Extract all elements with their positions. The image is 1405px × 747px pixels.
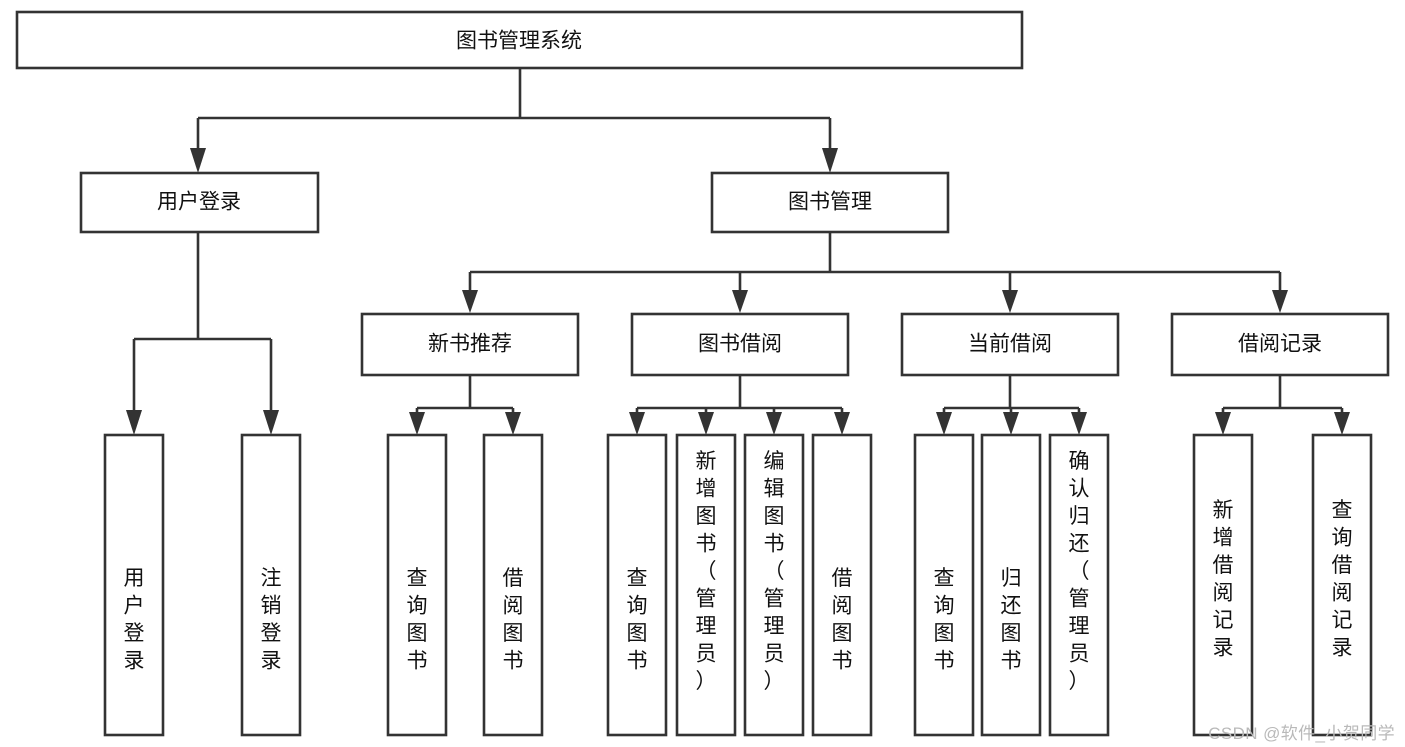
- arrowhead-book-borrow: [732, 290, 748, 313]
- connector-group-current-borrow-to-leaves: [936, 375, 1087, 435]
- node-book-manage-label: 图书管理: [788, 191, 872, 214]
- node-leaf-add-book[interactable]: 新增图书（管理员）: [675, 433, 737, 737]
- node-leaf-borrow-book-2-label: 借阅图书: [832, 567, 853, 673]
- node-root-box[interactable]: [15, 10, 1024, 70]
- node-leaf-query-book-2-box[interactable]: [606, 433, 668, 737]
- arrowhead-leaf-borrow-book-1: [505, 412, 521, 435]
- node-new-book-rec-box[interactable]: [360, 312, 580, 377]
- arrowhead-leaf-query-book-3: [936, 412, 952, 435]
- node-leaf-borrow-book-2-box[interactable]: [811, 433, 873, 737]
- node-book-manage-box[interactable]: [710, 171, 950, 234]
- node-book-manage[interactable]: 图书管理: [710, 171, 950, 234]
- arrowhead-leaf-query-book-2: [629, 412, 645, 435]
- node-leaf-add-book-box[interactable]: [675, 433, 737, 737]
- node-root-label: 图书管理系统: [456, 30, 582, 53]
- node-leaf-logout-login[interactable]: 注销登录: [240, 433, 302, 737]
- arrowhead-current-borrow: [1002, 290, 1018, 313]
- node-leaf-confirm-return-box[interactable]: [1048, 433, 1110, 737]
- node-user-login-label: 用户登录: [157, 191, 241, 214]
- arrowhead-leaf-edit-book: [766, 412, 782, 435]
- node-leaf-add-record-box[interactable]: [1192, 433, 1254, 737]
- node-leaf-query-book-1-label: 查询图书: [407, 567, 428, 673]
- node-leaf-edit-book-label: 编辑图书（管理员）: [764, 450, 785, 693]
- node-user-login[interactable]: 用户登录: [79, 171, 320, 234]
- node-leaf-borrow-book-1-box[interactable]: [482, 433, 544, 737]
- node-user-login-box[interactable]: [79, 171, 320, 234]
- node-root[interactable]: 图书管理系统: [15, 10, 1024, 70]
- node-leaf-logout-login-box[interactable]: [240, 433, 302, 737]
- connector-group-root-to-level2: [190, 68, 838, 173]
- arrowhead-leaf-query-book-1: [409, 412, 425, 435]
- node-leaf-confirm-return[interactable]: 确认归还（管理员）: [1048, 433, 1110, 737]
- arrowhead-leaf-confirm-return: [1071, 412, 1087, 435]
- node-leaf-logout-login-label: 注销登录: [261, 567, 282, 673]
- arrowhead-user-login: [190, 148, 206, 173]
- arrowhead-new-book-rec: [462, 290, 478, 313]
- connector-group-user-login-to-leaves: [126, 232, 279, 435]
- node-leaf-borrow-book-2[interactable]: 借阅图书: [811, 433, 873, 737]
- arrowhead-book-manage: [822, 148, 838, 173]
- node-leaf-query-book-1[interactable]: 查询图书: [386, 433, 448, 737]
- node-book-borrow-label: 图书借阅: [698, 333, 782, 356]
- node-leaf-query-record-box[interactable]: [1311, 433, 1373, 737]
- arrowhead-borrow-record: [1272, 290, 1288, 313]
- node-book-borrow[interactable]: 图书借阅: [630, 312, 850, 377]
- connector-group-borrow-record-to-leaves: [1215, 375, 1350, 435]
- node-current-borrow-box[interactable]: [900, 312, 1120, 377]
- node-leaf-borrow-book-1[interactable]: 借阅图书: [482, 433, 544, 737]
- arrowhead-leaf-add-record: [1215, 412, 1231, 435]
- node-leaf-add-book-label: 新增图书（管理员）: [696, 450, 717, 693]
- node-borrow-record-box[interactable]: [1170, 312, 1390, 377]
- node-leaf-user-login-box[interactable]: [103, 433, 165, 737]
- arrowhead-leaf-borrow-book-2: [834, 412, 850, 435]
- arrowhead-leaf-user-login: [126, 410, 142, 435]
- node-leaf-query-book-2-label: 查询图书: [627, 567, 648, 673]
- node-leaf-confirm-return-label: 确认归还（管理员）: [1069, 450, 1090, 693]
- node-new-book-rec[interactable]: 新书推荐: [360, 312, 580, 377]
- connector-group-new-book-rec-to-leaves: [409, 375, 521, 435]
- node-leaf-return-book-box[interactable]: [980, 433, 1042, 737]
- arrowhead-leaf-return-book: [1003, 412, 1019, 435]
- arrowhead-leaf-logout: [263, 410, 279, 435]
- node-leaf-query-book-3[interactable]: 查询图书: [913, 433, 975, 737]
- node-leaf-query-book-2[interactable]: 查询图书: [606, 433, 668, 737]
- node-borrow-record-label: 借阅记录: [1238, 333, 1322, 356]
- node-leaf-query-book-3-label: 查询图书: [934, 567, 955, 673]
- node-leaf-edit-book-box[interactable]: [743, 433, 805, 737]
- connector-group-book-borrow-to-leaves: [629, 375, 850, 435]
- connector-group-book-manage-to-level3: [462, 232, 1288, 313]
- node-current-borrow[interactable]: 当前借阅: [900, 312, 1120, 377]
- node-new-book-rec-label: 新书推荐: [428, 333, 512, 356]
- node-borrow-record[interactable]: 借阅记录: [1170, 312, 1390, 377]
- node-leaf-edit-book[interactable]: 编辑图书（管理员）: [743, 433, 805, 737]
- arrowhead-leaf-query-record: [1334, 412, 1350, 435]
- node-leaf-user-login[interactable]: 用户登录: [103, 433, 165, 737]
- node-leaf-query-book-3-box[interactable]: [913, 433, 975, 737]
- node-leaf-return-book[interactable]: 归还图书: [980, 433, 1042, 737]
- node-leaf-borrow-book-1-label: 借阅图书: [503, 567, 524, 673]
- node-leaf-query-record[interactable]: 查询借阅记录: [1311, 433, 1373, 737]
- node-leaf-add-record-label: 新增借阅记录: [1213, 499, 1234, 660]
- node-leaf-query-book-1-box[interactable]: [386, 433, 448, 737]
- node-leaf-return-book-label: 归还图书: [1001, 567, 1022, 673]
- arrowhead-leaf-add-book: [698, 412, 714, 435]
- node-leaf-add-record[interactable]: 新增借阅记录: [1192, 433, 1254, 737]
- node-leaf-query-record-label: 查询借阅记录: [1332, 499, 1353, 660]
- node-book-borrow-box[interactable]: [630, 312, 850, 377]
- node-leaf-user-login-label: 用户登录: [124, 567, 145, 673]
- node-current-borrow-label: 当前借阅: [968, 333, 1052, 356]
